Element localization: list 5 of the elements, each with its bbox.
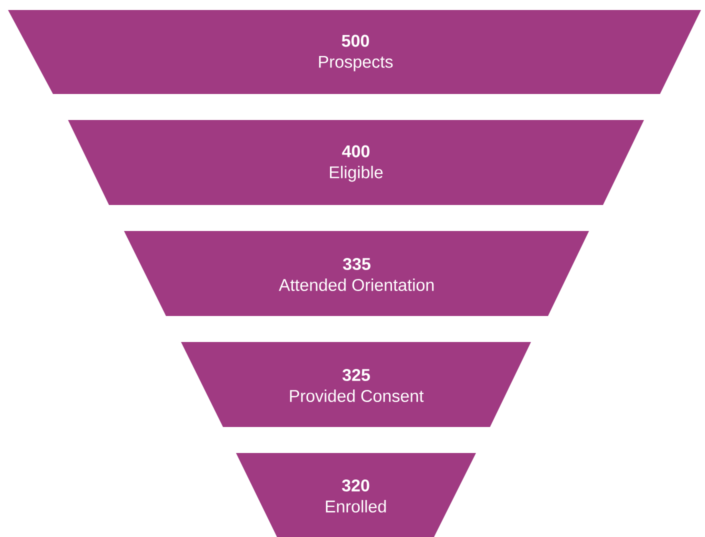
funnel-stage: 335 Attended Orientation [124,231,589,316]
funnel-stage: 325 Provided Consent [181,342,531,427]
funnel-stage: 320 Enrolled [236,453,476,537]
funnel-stage: 400 Eligible [68,120,644,205]
funnel-stage: 500 Prospects [8,10,701,94]
